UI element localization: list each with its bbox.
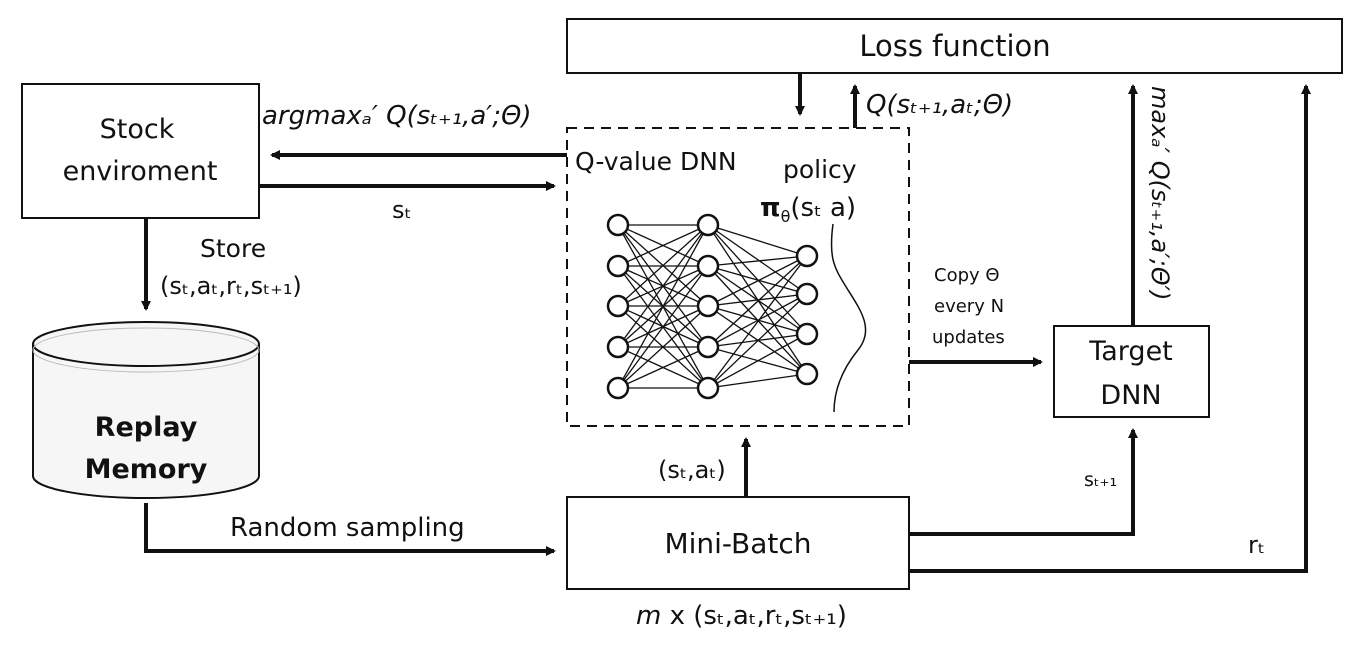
nn-neuron-layer-2 xyxy=(696,254,720,278)
replay-memory-label-line2: Memory xyxy=(85,454,208,485)
policy-pi-symbol: π xyxy=(760,193,781,223)
reward-label: rₜ xyxy=(1248,531,1265,559)
policy-distribution-curve xyxy=(830,223,867,413)
target-dnn-label-line2: DNN xyxy=(1100,380,1161,411)
nn-neuron-layer-1 xyxy=(606,294,630,318)
copy-label-line2: every N xyxy=(934,296,1004,317)
nn-neuron-layer-1 xyxy=(606,213,630,237)
nn-connection xyxy=(617,265,709,389)
q-value-label: Q(sₜ₊₁,aₜ;Θ) xyxy=(866,90,1013,120)
policy-function-label: πθ(sₜ a) xyxy=(760,193,856,226)
q-value-dnn-box xyxy=(566,127,910,427)
next-state-label: sₜ₊₁ xyxy=(1084,469,1117,491)
batch-tuple: x (sₜ,aₜ,rₜ,sₜ₊₁) xyxy=(661,601,847,631)
nn-connection xyxy=(617,224,709,389)
loss-function-box xyxy=(566,18,1343,74)
reward-arrow xyxy=(909,84,1311,573)
mini-batch-label: Mini-Batch xyxy=(664,527,811,560)
nn-connection xyxy=(707,373,808,389)
nn-neuron-layer-2 xyxy=(696,213,720,237)
policy-theta-subscript: θ xyxy=(781,207,791,226)
target-dnn-box xyxy=(1053,325,1210,418)
nn-connection xyxy=(707,224,808,295)
replay-memory-label-line1: Replay xyxy=(95,412,198,443)
nn-connection xyxy=(707,255,808,307)
nn-connection xyxy=(617,305,709,389)
nn-neuron-layer-2 xyxy=(696,335,720,359)
state-action-label: (sₜ,aₜ) xyxy=(658,456,726,484)
neural-network-graphic xyxy=(606,213,819,400)
nn-neuron-layer-1 xyxy=(606,376,630,400)
nn-connection xyxy=(707,333,808,389)
state-label: sₜ xyxy=(392,196,412,224)
nn-connection xyxy=(617,346,709,389)
q-value-dnn-label: Q-value DNN xyxy=(575,147,737,176)
nn-neuron-layer-2 xyxy=(696,294,720,318)
nn-connection xyxy=(707,255,808,389)
nn-connection xyxy=(617,224,709,348)
nn-connection xyxy=(707,224,808,257)
nn-neuron-layer-3 xyxy=(795,362,819,386)
nn-connection xyxy=(617,224,709,267)
nn-connection xyxy=(707,265,808,295)
stock-environment-box xyxy=(21,83,260,219)
batch-size-label: m x (sₜ,aₜ,rₜ,sₜ₊₁) xyxy=(636,601,847,631)
random-sampling-label: Random sampling xyxy=(230,513,465,543)
nn-neuron-layer-2 xyxy=(696,376,720,400)
nn-neuron-layer-1 xyxy=(606,254,630,278)
nn-neuron-layer-3 xyxy=(795,322,819,346)
stock-environment-label-line2: enviroment xyxy=(63,156,218,187)
nn-connection xyxy=(707,293,808,348)
nn-neuron-layer-1 xyxy=(606,335,630,359)
random-sampling-arrow xyxy=(144,503,556,556)
nn-connection xyxy=(707,293,808,307)
stock-environment-label-line1: Stock xyxy=(100,114,175,145)
replay-memory-cylinder xyxy=(32,321,260,499)
nn-connection xyxy=(707,293,808,389)
max-target-label: maxₐ′ Q(sₜ₊₁,a′;Θ′) xyxy=(1146,86,1174,300)
loss-function-label: Loss function xyxy=(859,29,1050,63)
mini-batch-box xyxy=(566,496,910,590)
nn-connection xyxy=(617,224,709,307)
policy-label: policy xyxy=(783,155,857,184)
batch-m: m xyxy=(636,601,661,631)
nn-connection xyxy=(707,255,808,267)
store-tuple-label: (sₜ,aₜ,rₜ,sₜ₊₁) xyxy=(160,272,302,300)
argmax-label: argmaxₐ′ Q(sₜ₊₁,a′;Θ) xyxy=(262,101,532,131)
policy-arguments: (sₜ a) xyxy=(790,193,856,223)
nn-connection xyxy=(707,255,808,348)
store-label: Store xyxy=(200,234,266,263)
nn-neuron-layer-3 xyxy=(795,282,819,306)
nn-neuron-layer-3 xyxy=(795,244,819,268)
copy-label-line1: Copy Θ xyxy=(934,265,1000,286)
copy-label-line3: updates xyxy=(932,327,1005,348)
target-dnn-label-line1: Target xyxy=(1088,336,1173,367)
next-state-arrow xyxy=(909,428,1138,536)
